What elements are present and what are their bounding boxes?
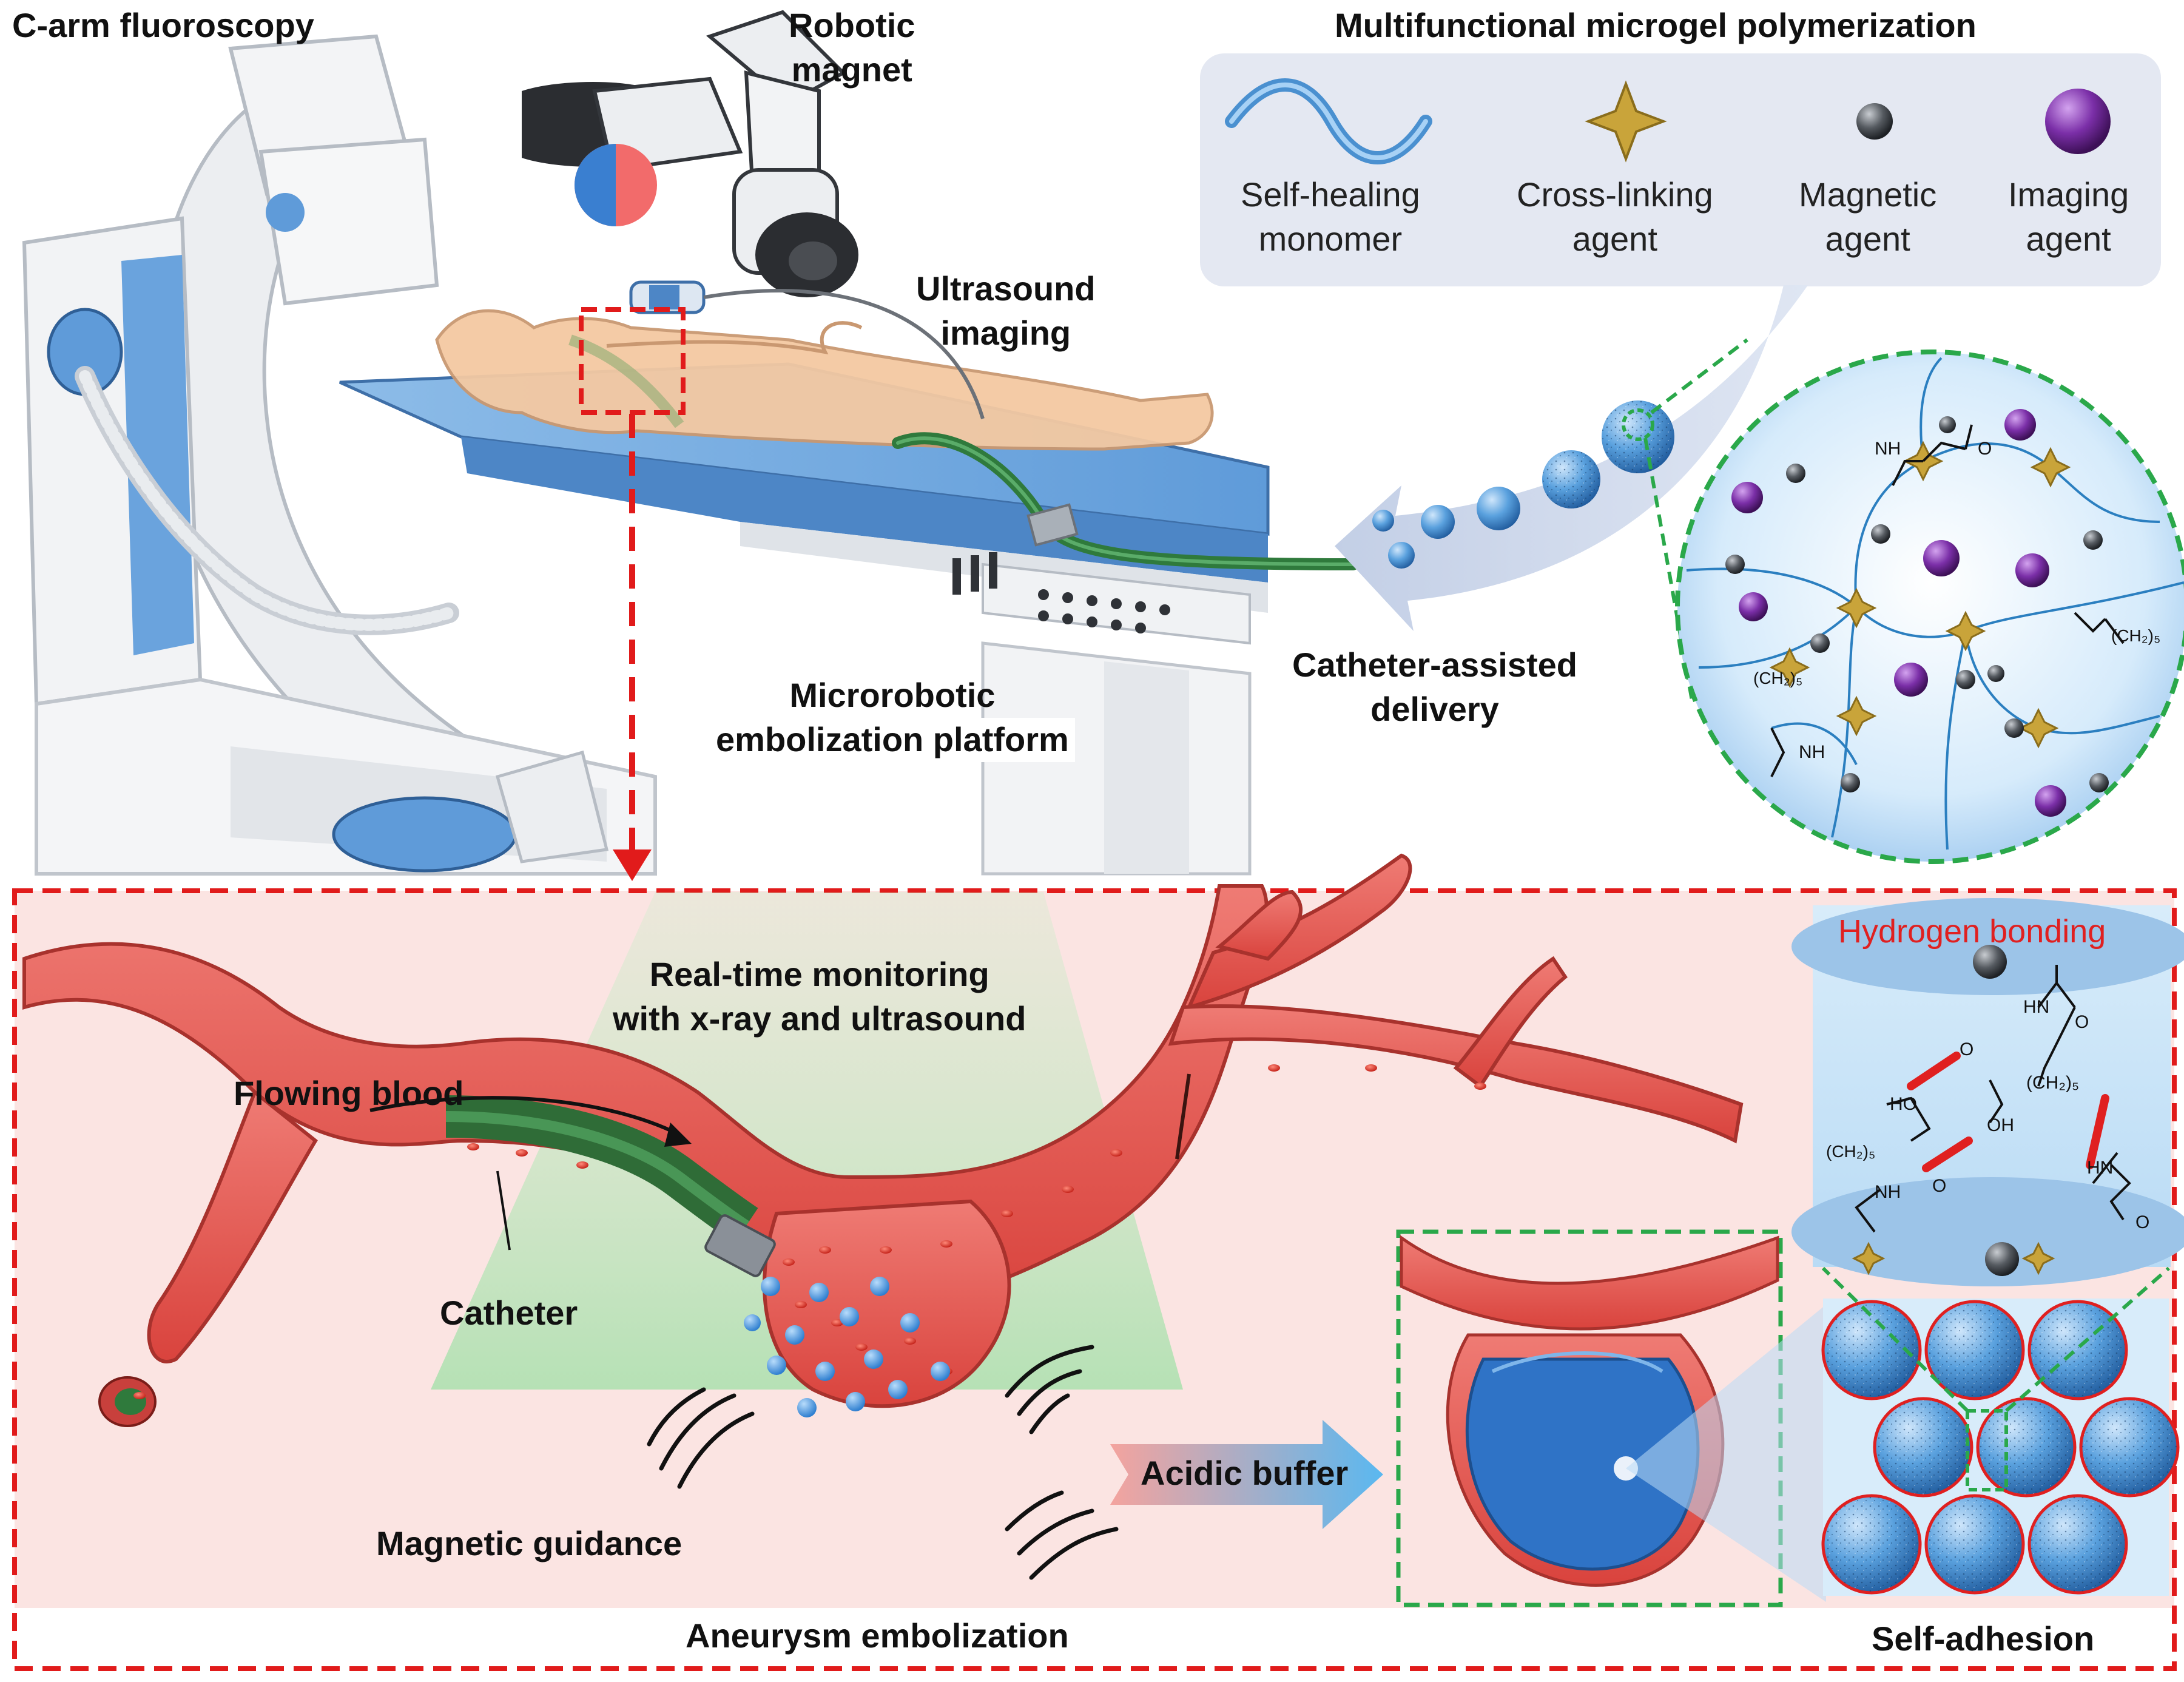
acidic-buffer-label: Acidic buffer: [1141, 1454, 1349, 1492]
microgel-particles: [744, 1277, 950, 1417]
monitoring-line1: Real-time monitoring: [649, 955, 989, 993]
chem-o-label: O: [2135, 1212, 2150, 1232]
bottom-panel-strip: [15, 1608, 2174, 1669]
monitoring-label: Real-time monitoring with x-ray and ultr…: [613, 953, 1026, 1041]
flow-arrow: [369, 1096, 681, 1137]
legend-line1: Self-healing: [1241, 175, 1420, 214]
catheter-label: Catheter: [440, 1294, 578, 1332]
chem-ch2-label: (CH₂)₅: [1753, 669, 1803, 687]
ultrasound-waves: [647, 1345, 1119, 1580]
ultrasound-line2: imaging: [940, 313, 1071, 352]
legend-line1: Magnetic: [1799, 175, 1937, 214]
magnetic-guidance-label: Magnetic guidance: [376, 1524, 682, 1562]
legend-line2: agent: [1572, 219, 1657, 258]
dark-sphere-icon: [1856, 103, 1893, 140]
chem-ch2-label: (CH₂)₅: [2026, 1073, 2080, 1093]
legend-item-magnetic: Magnetic agent: [1799, 173, 1936, 262]
chem-ch2-label: (CH₂)₅: [1826, 1142, 1876, 1161]
chem-hn-label: HN: [2087, 1158, 2114, 1178]
legend-item-cross-linking: Cross-linking agent: [1517, 173, 1713, 262]
delivery-label: Catheter-assisted delivery: [1292, 643, 1577, 732]
delivery-line1: Catheter-assisted: [1292, 646, 1577, 684]
flowing-blood-label: Flowing blood: [234, 1074, 464, 1112]
chem-nh-label: NH: [1875, 439, 1901, 459]
chem-nh-label: NH: [1875, 1182, 1901, 1202]
ultrasound-probe: [629, 280, 985, 419]
down-arrow: [613, 849, 652, 881]
platform-line1: Microrobotic: [789, 676, 996, 714]
legend-line2: agent: [1825, 219, 1910, 258]
chem-nh-label: NH: [1799, 742, 1825, 762]
legend-line2: agent: [2026, 219, 2111, 258]
chem-hn-label: HN: [2023, 997, 2050, 1017]
legend-line2: monomer: [1258, 219, 1403, 258]
robotic-magnet-line2: magnet: [791, 50, 912, 89]
microgel-title: Multifunctional microgel polymerization: [1335, 6, 1977, 44]
legend-line1: Cross-linking: [1517, 175, 1713, 214]
c-arm-label: C-arm fluoroscopy: [12, 6, 314, 44]
region-highlight-box: [579, 307, 686, 415]
chem-o-label: O: [1932, 1176, 1947, 1196]
ultrasound-label: Ultrasound imaging: [916, 267, 1096, 356]
ultrasound-line1: Ultrasound: [916, 269, 1096, 308]
platform-line2: embolization platform: [710, 717, 1075, 762]
platform-label: Microrobotic embolization platform: [710, 674, 1075, 762]
chem-ch2-label: (CH₂)₅: [2111, 626, 2161, 645]
legend-line1: Imaging: [2008, 175, 2129, 214]
microgel-spheres: [1372, 400, 1674, 569]
delivery-arrow: [1335, 285, 1808, 631]
legend-item-self-healing: Self-healing monomer: [1241, 173, 1420, 262]
blood-vessel: [22, 853, 1744, 1427]
delivery-line2: delivery: [1370, 689, 1499, 728]
chem-ho-label: HO: [1890, 1094, 1917, 1114]
microgel-network-zoom: [1675, 350, 2184, 864]
monitoring-line2: with x-ray and ultrasound: [613, 999, 1026, 1038]
aneurysm-label: Aneurysm embolization: [686, 1616, 1069, 1655]
bottom-panel-border: [12, 888, 2177, 1671]
purple-sphere-icon: [2045, 89, 2111, 154]
robotic-magnet-label: Robotic magnet: [789, 4, 915, 92]
microgel-packing: [1821, 1299, 2180, 1596]
robotic-magnet-line1: Robotic: [789, 6, 915, 44]
legend-panel: [1200, 53, 2161, 286]
legend-item-imaging: Imaging agent: [2008, 173, 2129, 262]
hydrogen-bonding-panel: [1791, 898, 2184, 1286]
hydrogen-bonding-label: Hydrogen bonding: [1838, 913, 2106, 950]
robotic-magnet-arm: [522, 10, 858, 297]
chem-o-label: O: [2075, 1012, 2089, 1032]
chem-o-label: O: [1978, 439, 1992, 459]
star-icon: [1585, 80, 1667, 163]
self-adhesion-label: Self-adhesion: [1872, 1620, 2095, 1658]
chem-oh-label: OH: [1987, 1115, 2014, 1135]
chem-o-label: O: [1960, 1039, 1974, 1059]
acidic-buffer-arrow: [1110, 1420, 1383, 1529]
c-arm-device: [22, 34, 657, 876]
